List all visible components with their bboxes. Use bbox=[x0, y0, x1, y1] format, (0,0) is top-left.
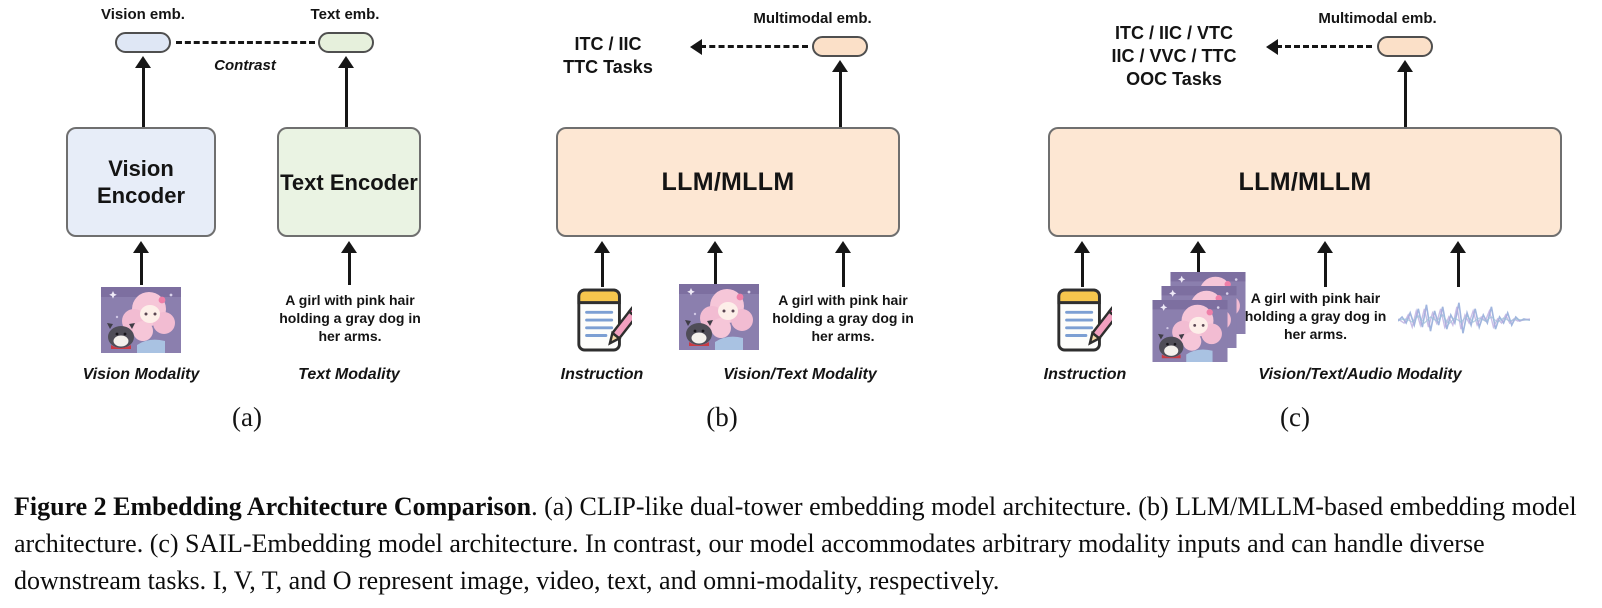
arrow-instruction-input-b bbox=[594, 241, 610, 287]
arrow-head bbox=[1190, 241, 1206, 253]
llm-mllm-box-b: LLM/MLLM bbox=[556, 127, 900, 237]
text-sample-a: A girl with pink hair holding a gray dog… bbox=[279, 292, 421, 344]
caption-figure-label: Figure 2 Embedding Architecture Comparis… bbox=[14, 492, 532, 521]
text-emb-label: Text emb. bbox=[310, 6, 380, 23]
arrow-instruction-input-c bbox=[1074, 241, 1090, 287]
anime-girl-with-dog-image bbox=[100, 287, 182, 353]
arrow-vision-input-b bbox=[707, 241, 723, 287]
text-sample-c: A girl with pink hair holding a gray dog… bbox=[1244, 290, 1387, 342]
tasks-line: OOC Tasks bbox=[1126, 69, 1222, 89]
multimodal-emb-label-c: Multimodal emb. bbox=[1318, 10, 1437, 27]
arrow-shaft bbox=[1403, 70, 1407, 127]
text-sample-b: A girl with pink hair holding a gray dog… bbox=[772, 292, 914, 344]
tasks-line: ITC / IIC bbox=[574, 34, 642, 54]
multimodal-embedding-pill-c bbox=[1377, 36, 1433, 57]
vision-emb-label: Vision emb. bbox=[101, 6, 185, 23]
stack-image-front bbox=[1152, 300, 1228, 362]
stacked-images-icon bbox=[1152, 272, 1248, 364]
arrow-vision-input bbox=[133, 241, 149, 285]
arrow-head bbox=[1266, 39, 1278, 55]
arrow-shaft bbox=[841, 251, 845, 287]
arrow-head bbox=[133, 241, 149, 253]
arrow-head bbox=[835, 241, 851, 253]
arrow-llm-to-emb-c bbox=[1397, 60, 1413, 127]
arrow-shaft bbox=[1080, 251, 1084, 287]
arrow-emb-to-tasks-c bbox=[1266, 39, 1374, 55]
arrow-shaft bbox=[347, 251, 351, 285]
contrast-label: Contrast bbox=[214, 57, 276, 74]
vision-modality-label: Vision Modality bbox=[82, 366, 200, 383]
instruction-label-c: Instruction bbox=[1043, 366, 1127, 383]
arrow-shaft bbox=[713, 251, 717, 287]
arrow-shaft bbox=[600, 251, 604, 287]
tasks-label-c: ITC / IIC / VTC IIC / VVC / TTC OOC Task… bbox=[1088, 22, 1260, 91]
arrow-head bbox=[690, 39, 702, 55]
notepad-pencil-icon bbox=[1054, 286, 1112, 356]
arrow-emb-to-tasks-b bbox=[690, 39, 810, 55]
panel-tag-c: (c) bbox=[1280, 402, 1310, 432]
multimodal-embedding-pill-b bbox=[812, 36, 868, 57]
instruction-label-b: Instruction bbox=[560, 366, 644, 383]
panel-tag-a: (a) bbox=[232, 402, 262, 432]
arrow-llm-to-emb-b bbox=[832, 60, 848, 127]
figure-caption: Figure 2 Embedding Architecture Comparis… bbox=[14, 488, 1592, 599]
text-encoder-box: Text Encoder bbox=[277, 127, 421, 237]
arrow-text-input-c bbox=[1317, 241, 1333, 287]
multimodal-emb-label-b: Multimodal emb. bbox=[753, 10, 872, 27]
arrow-head bbox=[707, 241, 723, 253]
arrow-shaft bbox=[139, 251, 143, 285]
arrow-shaft bbox=[838, 70, 842, 127]
arrow-head bbox=[1450, 241, 1466, 253]
arrow-shaft bbox=[1196, 251, 1200, 287]
panel-tag-b: (b) bbox=[706, 402, 738, 432]
arrow-head bbox=[594, 241, 610, 253]
arrow-head bbox=[338, 56, 354, 68]
tasks-label-b: ITC / IIC TTC Tasks bbox=[542, 33, 674, 79]
vision-text-audio-modality-label-c: Vision/Text/Audio Modality bbox=[1258, 366, 1462, 383]
vision-encoder-box: Vision Encoder bbox=[66, 127, 216, 237]
arrow-shaft bbox=[1456, 251, 1460, 287]
anime-girl-with-dog-image bbox=[678, 284, 760, 350]
arrow-head bbox=[135, 56, 151, 68]
arrow-text-input bbox=[341, 241, 357, 285]
arrow-text-encoder-to-emb bbox=[338, 56, 354, 127]
arrow-shaft bbox=[344, 66, 348, 127]
arrow-vision-encoder-to-emb bbox=[135, 56, 151, 127]
text-modality-label: Text Modality bbox=[298, 366, 400, 383]
arrow-head bbox=[341, 241, 357, 253]
arrow-head bbox=[1074, 241, 1090, 253]
audio-waveform-icon bbox=[1398, 296, 1530, 342]
arrow-shaft bbox=[141, 66, 145, 127]
arrow-head bbox=[1317, 241, 1333, 253]
vision-text-modality-label-b: Vision/Text Modality bbox=[723, 366, 877, 383]
arrow-shaft bbox=[1323, 251, 1327, 287]
arrow-head bbox=[1397, 60, 1413, 72]
text-embedding-pill bbox=[318, 32, 374, 53]
tasks-line: TTC Tasks bbox=[563, 57, 653, 77]
tasks-line: ITC / IIC / VTC bbox=[1114, 23, 1233, 43]
vision-embedding-pill bbox=[115, 32, 171, 53]
arrow-audio-input-c bbox=[1450, 241, 1466, 287]
tasks-line: IIC / VVC / TTC bbox=[1111, 46, 1237, 66]
arrow-shaft bbox=[700, 45, 808, 48]
notepad-pencil-icon bbox=[574, 286, 632, 356]
arrow-text-input-b bbox=[835, 241, 851, 287]
llm-mllm-box-c: LLM/MLLM bbox=[1048, 127, 1562, 237]
arrow-vision-input-c bbox=[1190, 241, 1206, 287]
caption-body: . (a) CLIP-like dual-tower embedding mod… bbox=[14, 492, 1577, 595]
contrast-dashed-line bbox=[176, 41, 315, 44]
arrow-shaft bbox=[1276, 45, 1372, 48]
arrow-head bbox=[832, 60, 848, 72]
